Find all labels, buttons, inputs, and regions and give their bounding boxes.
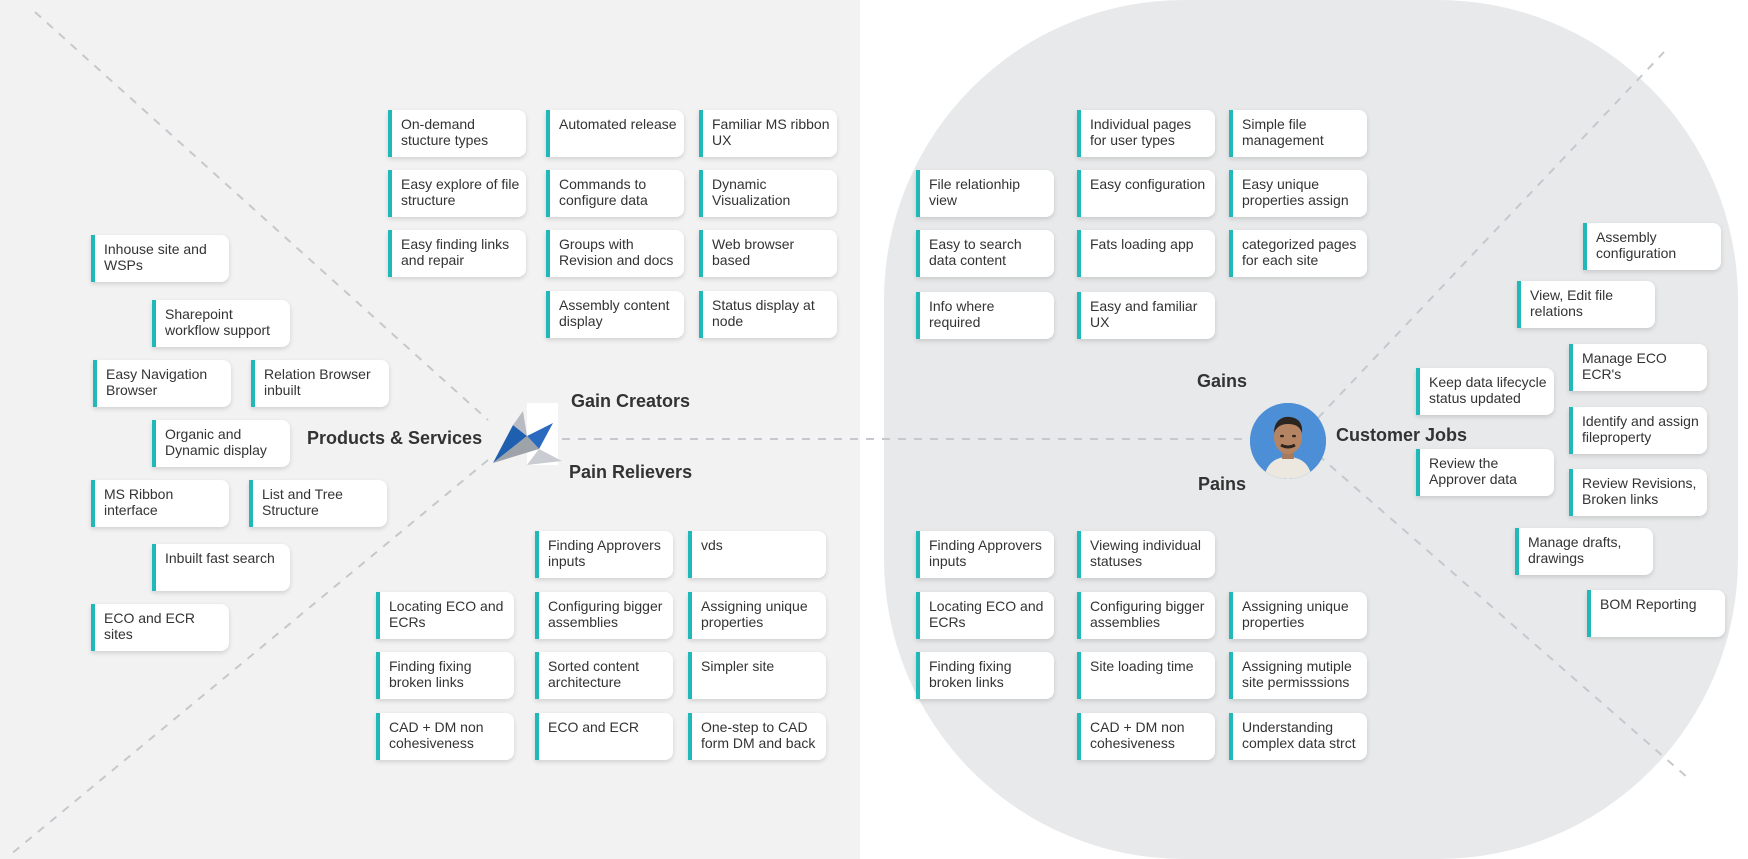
pain-reliever-note: Finding Approvers inputs bbox=[535, 531, 673, 578]
pain-reliever-note: One-step to CAD form DM and back bbox=[688, 713, 826, 760]
pain-reliever-note: Locating ECO and ECRs bbox=[376, 592, 514, 639]
gain-note: Easy and familiar UX bbox=[1077, 292, 1215, 339]
gain-note: Fats loading app bbox=[1077, 230, 1215, 277]
product-service-note: Organic and Dynamic display bbox=[152, 420, 290, 467]
customer-avatar bbox=[1250, 403, 1326, 479]
pain-note: Site loading time bbox=[1077, 652, 1215, 699]
gain-creator-note: Familiar MS ribbon UX bbox=[699, 110, 837, 157]
product-service-note: MS Ribbon interface bbox=[91, 480, 229, 527]
gain-creator-note: On-demand stucture types bbox=[388, 110, 526, 157]
gain-creator-note: Web browser based bbox=[699, 230, 837, 277]
pain-reliever-note: CAD + DM non cohesiveness bbox=[376, 713, 514, 760]
products-services-label: Products & Services bbox=[307, 428, 483, 448]
pain-relievers-label: Pain Relievers bbox=[569, 462, 693, 482]
product-service-note: Relation Browser inbuilt bbox=[251, 360, 389, 407]
customer-job-note: Manage ECO ECR's bbox=[1569, 344, 1707, 391]
gain-note: Simple file management bbox=[1229, 110, 1367, 157]
pain-reliever-note: Assigning unique properties bbox=[688, 592, 826, 639]
pain-note: Finding fixing broken links bbox=[916, 652, 1054, 699]
pain-reliever-note: Sorted content architecture bbox=[535, 652, 673, 699]
gain-note: Easy configuration bbox=[1077, 170, 1215, 217]
gain-note: categorized pages for each site bbox=[1229, 230, 1367, 277]
gain-creator-note: Automated release bbox=[546, 110, 684, 157]
product-service-note: Inhouse site and WSPs bbox=[91, 235, 229, 282]
customer-job-note: View, Edit file relations bbox=[1517, 281, 1655, 328]
gain-creators-label: Gain Creators bbox=[571, 391, 691, 411]
pains-label: Pains bbox=[1198, 474, 1247, 494]
customer-job-note: Review the Approver data bbox=[1416, 449, 1554, 496]
pain-note: Finding Approvers inputs bbox=[916, 531, 1054, 578]
pain-reliever-note: vds bbox=[688, 531, 826, 578]
product-service-note: ECO and ECR sites bbox=[91, 604, 229, 651]
pain-note: Understanding complex data strct bbox=[1229, 713, 1367, 760]
gain-creator-note: Assembly content display bbox=[546, 291, 684, 338]
pain-note: CAD + DM non cohesiveness bbox=[1077, 713, 1215, 760]
customer-job-note: BOM Reporting bbox=[1587, 590, 1725, 637]
customer-job-note: Keep data lifecycle status updated bbox=[1416, 368, 1554, 415]
gain-note: Info where required bbox=[916, 292, 1054, 339]
gains-label: Gains bbox=[1197, 371, 1248, 391]
gain-creator-note: Dynamic Visualization bbox=[699, 170, 837, 217]
gain-creator-note: Easy explore of file structure bbox=[388, 170, 526, 217]
pain-reliever-note: Finding fixing broken links bbox=[376, 652, 514, 699]
pain-note: Assigning unique properties bbox=[1229, 592, 1367, 639]
pain-note: Assigning mutiple site permisssions bbox=[1229, 652, 1367, 699]
pain-note: Viewing individual statuses bbox=[1077, 531, 1215, 578]
product-service-note: Inbuilt fast search bbox=[152, 544, 290, 591]
customer-jobs-label: Customer Jobs bbox=[1336, 425, 1468, 445]
pain-reliever-note: Simpler site bbox=[688, 652, 826, 699]
gain-creator-note: Commands to configure data bbox=[546, 170, 684, 217]
pain-reliever-note: ECO and ECR bbox=[535, 713, 673, 760]
pain-note: Configuring bigger assemblies bbox=[1077, 592, 1215, 639]
gain-note: Individual pages for user types bbox=[1077, 110, 1215, 157]
pain-reliever-note: Configuring bigger assemblies bbox=[535, 592, 673, 639]
gain-note: Easy unique properties assign bbox=[1229, 170, 1367, 217]
customer-job-note: Review Revisions, Broken links bbox=[1569, 469, 1707, 516]
product-service-note: Easy Navigation Browser bbox=[93, 360, 231, 407]
pain-note: Locating ECO and ECRs bbox=[916, 592, 1054, 639]
product-service-note: List and Tree Structure bbox=[249, 480, 387, 527]
customer-job-note: Manage drafts, drawings bbox=[1515, 528, 1653, 575]
gain-creator-note: Easy finding links and repair bbox=[388, 230, 526, 277]
product-service-note: Sharepoint workflow support bbox=[152, 300, 290, 347]
gain-creator-note: Groups with Revision and docs bbox=[546, 230, 684, 277]
customer-job-note: Assembly configuration bbox=[1583, 223, 1721, 270]
gain-note: Easy to search data content bbox=[916, 230, 1054, 277]
customer-job-note: Identify and assign fileproperty bbox=[1569, 407, 1707, 454]
gain-creator-note: Status display at node bbox=[699, 291, 837, 338]
product-logo-icon bbox=[493, 403, 562, 465]
gain-note: File relationhip view bbox=[916, 170, 1054, 217]
person-icon bbox=[1250, 403, 1326, 479]
